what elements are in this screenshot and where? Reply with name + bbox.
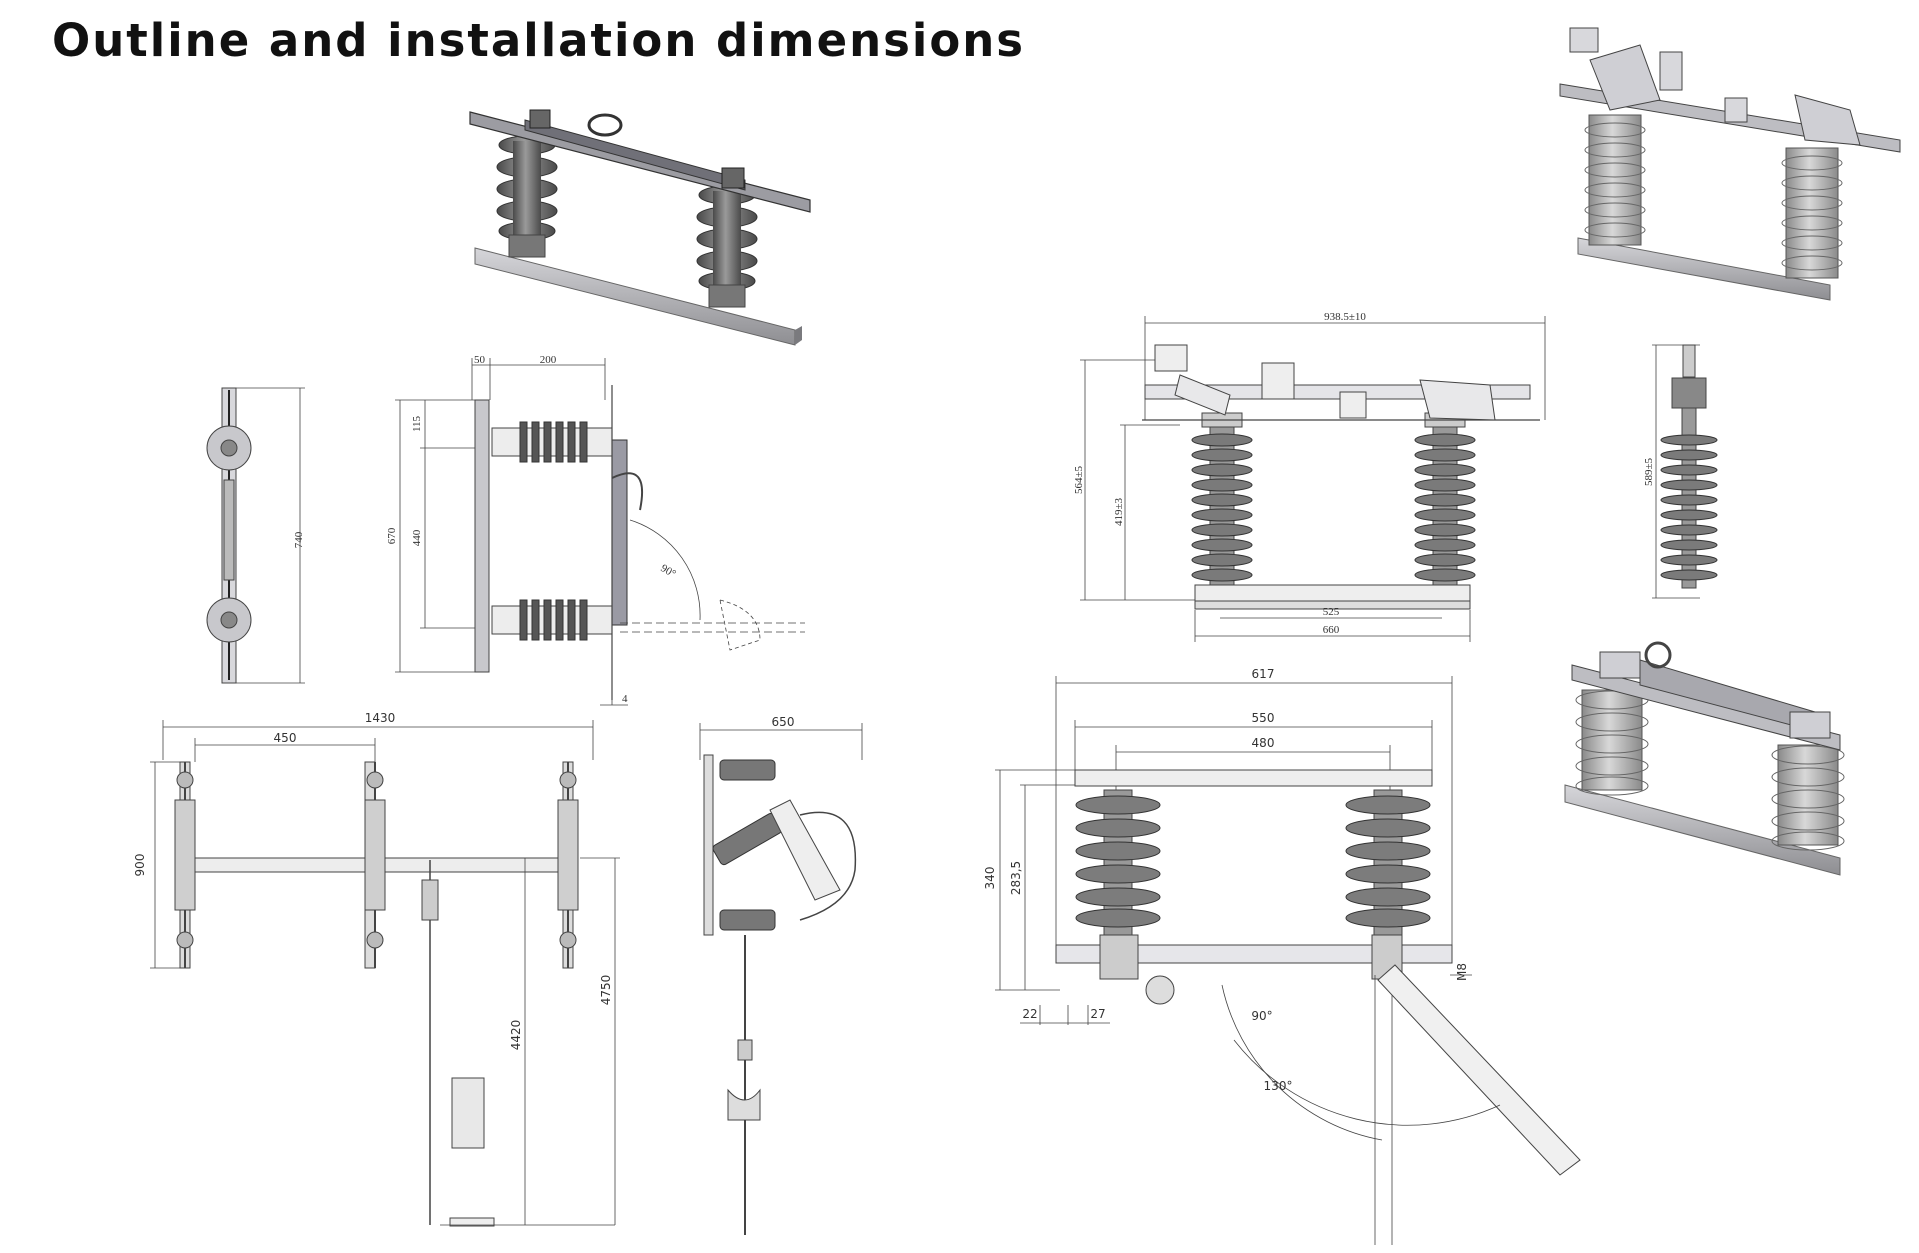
render-3d-top-right bbox=[1559, 27, 1901, 301]
side-view-narrow bbox=[206, 387, 305, 684]
dim-480: 480 bbox=[1252, 736, 1275, 750]
dim-283-5: 283,5 bbox=[1009, 861, 1023, 895]
page-title: Outline and installation dimensions bbox=[52, 14, 1026, 67]
dim-900: 900 bbox=[133, 854, 147, 877]
dim-589: 589±5 bbox=[1643, 457, 1655, 486]
front-view-polymer bbox=[1080, 316, 1546, 642]
side-view-589 bbox=[1652, 344, 1718, 599]
side-view-650 bbox=[699, 723, 863, 1235]
dim-550: 550 bbox=[1252, 711, 1275, 725]
dim-440: 440 bbox=[411, 529, 423, 546]
dim-660: 660 bbox=[1323, 624, 1340, 636]
dim-22: 22 bbox=[1022, 1007, 1037, 1021]
dim-670: 670 bbox=[386, 527, 398, 544]
dim-4750: 4750 bbox=[599, 975, 613, 1006]
dim-50: 50 bbox=[474, 354, 486, 366]
front-view-bottom-right bbox=[995, 676, 1581, 1245]
dim-740: 740 bbox=[293, 531, 305, 548]
dim-450: 450 bbox=[274, 731, 297, 745]
dim-617: 617 bbox=[1252, 667, 1275, 681]
dim-angle-90: 90° bbox=[659, 562, 678, 580]
front-view-3phase bbox=[150, 720, 620, 1227]
dim-200: 200 bbox=[540, 354, 557, 366]
dim-27: 27 bbox=[1090, 1007, 1105, 1021]
dim-938-5: 938.5±10 bbox=[1324, 311, 1366, 323]
render-3d-top-left bbox=[469, 109, 811, 346]
side-view-arm bbox=[395, 358, 805, 706]
dim-angle-130: 130° bbox=[1264, 1079, 1293, 1093]
dim-4420: 4420 bbox=[509, 1020, 523, 1051]
dim-650: 650 bbox=[772, 715, 795, 729]
dim-angle-90-right: 90° bbox=[1251, 1009, 1272, 1023]
dim-4: 4 bbox=[622, 693, 628, 705]
dim-340: 340 bbox=[983, 867, 997, 890]
dim-419: 419±3 bbox=[1113, 497, 1125, 526]
render-3d-right-lower bbox=[1564, 641, 1845, 876]
dim-525: 525 bbox=[1323, 606, 1340, 618]
dim-564: 564±5 bbox=[1073, 465, 1085, 494]
dim-m8: M8 bbox=[1455, 963, 1469, 981]
dim-115: 115 bbox=[411, 415, 423, 432]
dim-1430: 1430 bbox=[365, 711, 396, 725]
